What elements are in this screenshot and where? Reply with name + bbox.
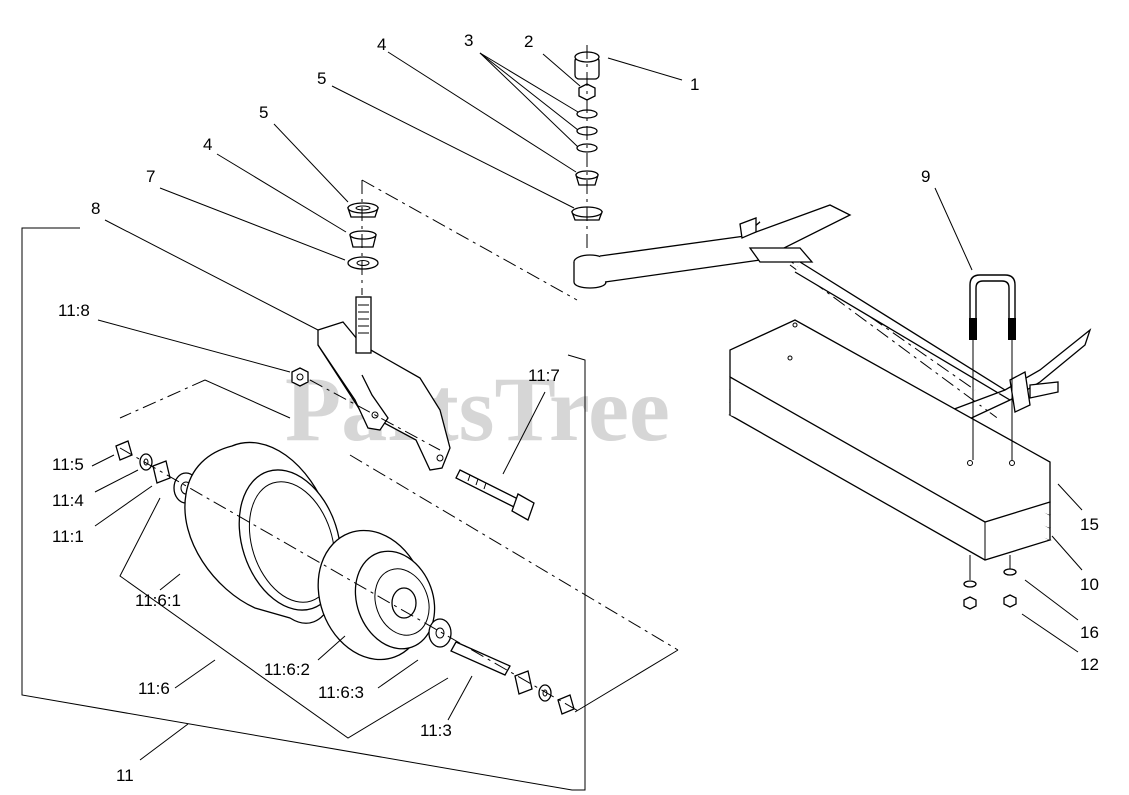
callout-1: 1 xyxy=(690,75,699,94)
callout-8: 8 xyxy=(91,199,100,218)
callout-7: 7 xyxy=(146,167,155,186)
callout-labels: 1 2 3 4 5 5 4 7 8 9 11:8 11:7 11:5 11:4 … xyxy=(52,31,1099,785)
callout-5-upper: 5 xyxy=(317,69,326,88)
callout-11-6-3: 11:6:3 xyxy=(318,683,364,702)
callout-15: 15 xyxy=(1080,515,1099,534)
callout-10: 10 xyxy=(1080,575,1099,594)
callout-11-6-2: 11:6:2 xyxy=(264,660,310,679)
callout-11-1: 11:1 xyxy=(52,527,84,546)
callout-11-3: 11:3 xyxy=(420,721,452,740)
callout-2: 2 xyxy=(524,32,533,51)
callout-11-4: 11:4 xyxy=(52,491,84,510)
nut-11-8 xyxy=(291,367,309,387)
caster-fork xyxy=(317,321,451,471)
callout-11: 11 xyxy=(116,766,134,785)
leader-lines xyxy=(91,51,1083,761)
callout-16: 16 xyxy=(1080,623,1099,642)
wheel-rim-11-6-2 xyxy=(317,529,436,661)
callout-11-6: 11:6 xyxy=(138,679,170,698)
callout-11-8: 11:8 xyxy=(58,301,90,320)
callout-11-7: 11:7 xyxy=(528,366,560,385)
callout-4-upper: 4 xyxy=(377,35,386,54)
callout-5-lower: 5 xyxy=(259,103,268,122)
u-bolt-9 xyxy=(969,274,1016,580)
callout-11-6-1: 11:6:1 xyxy=(135,591,181,610)
centerlines xyxy=(119,45,1001,713)
tire-11-6-1 xyxy=(184,441,342,624)
weight-plates xyxy=(728,319,1052,561)
callout-12: 12 xyxy=(1080,655,1099,674)
callout-3: 3 xyxy=(464,31,473,50)
caster-spindle xyxy=(355,296,372,354)
callout-9: 9 xyxy=(921,167,930,186)
callout-4-lower: 4 xyxy=(203,135,212,154)
bolt-11-7 xyxy=(455,469,535,521)
washers-nuts-16-12 xyxy=(963,568,1017,610)
lower-bearing-stack xyxy=(347,202,379,270)
assembly-11-boundary xyxy=(21,227,679,791)
callout-11-5: 11:5 xyxy=(52,455,84,474)
